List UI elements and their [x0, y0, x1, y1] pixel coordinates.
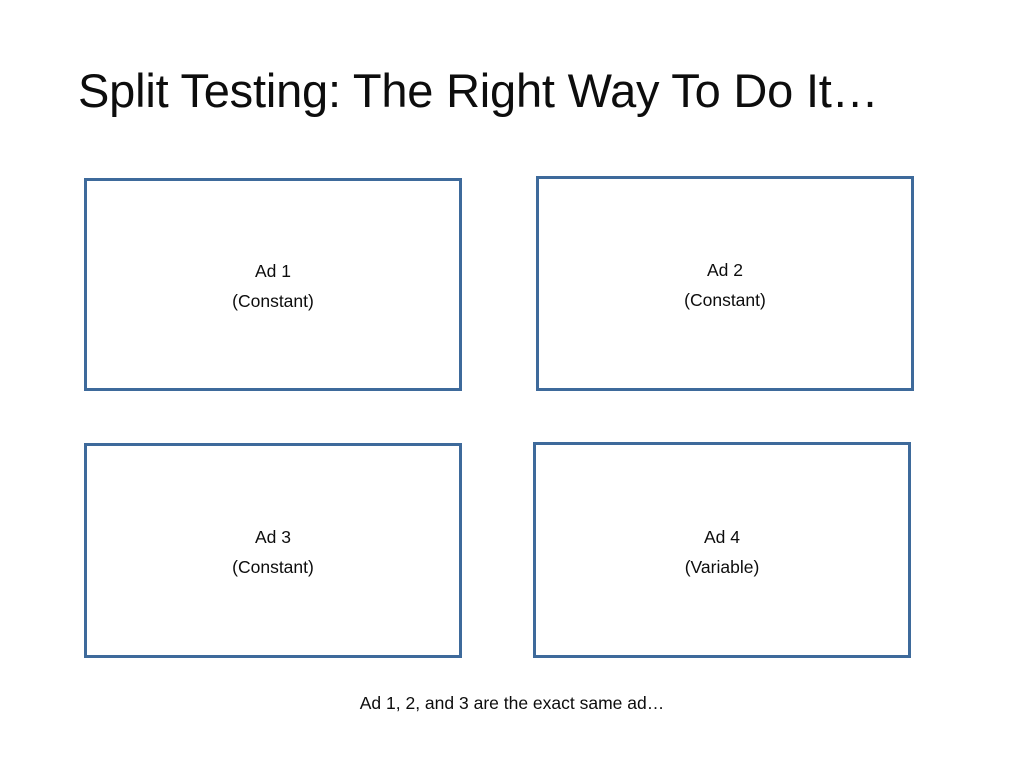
- slide-caption: Ad 1, 2, and 3 are the exact same ad…: [359, 693, 665, 713]
- ad-box-2[interactable]: Ad 2 (Constant): [536, 176, 914, 391]
- ad-box-4-state: (Variable): [684, 557, 760, 577]
- ad-box-2-content: Ad 2 (Constant): [539, 179, 911, 315]
- ad-box-1-content: Ad 1 (Constant): [87, 181, 459, 316]
- ad-box-4-name: Ad 4: [704, 527, 740, 547]
- ad-box-2-state: (Constant): [684, 290, 766, 310]
- ad-box-4[interactable]: Ad 4 (Variable): [533, 442, 911, 658]
- ad-box-1[interactable]: Ad 1 (Constant): [84, 178, 462, 391]
- ad-box-2-name: Ad 2: [707, 260, 743, 280]
- ad-box-4-content: Ad 4 (Variable): [536, 445, 908, 582]
- ad-box-1-state: (Constant): [232, 291, 314, 311]
- ad-box-3[interactable]: Ad 3 (Constant): [84, 443, 462, 658]
- ad-box-3-state: (Constant): [232, 557, 314, 577]
- ad-box-1-name: Ad 1: [255, 261, 291, 281]
- page-title: Split Testing: The Right Way To Do It…: [78, 64, 879, 117]
- ad-box-3-name: Ad 3: [255, 527, 291, 547]
- ad-box-3-content: Ad 3 (Constant): [87, 446, 459, 582]
